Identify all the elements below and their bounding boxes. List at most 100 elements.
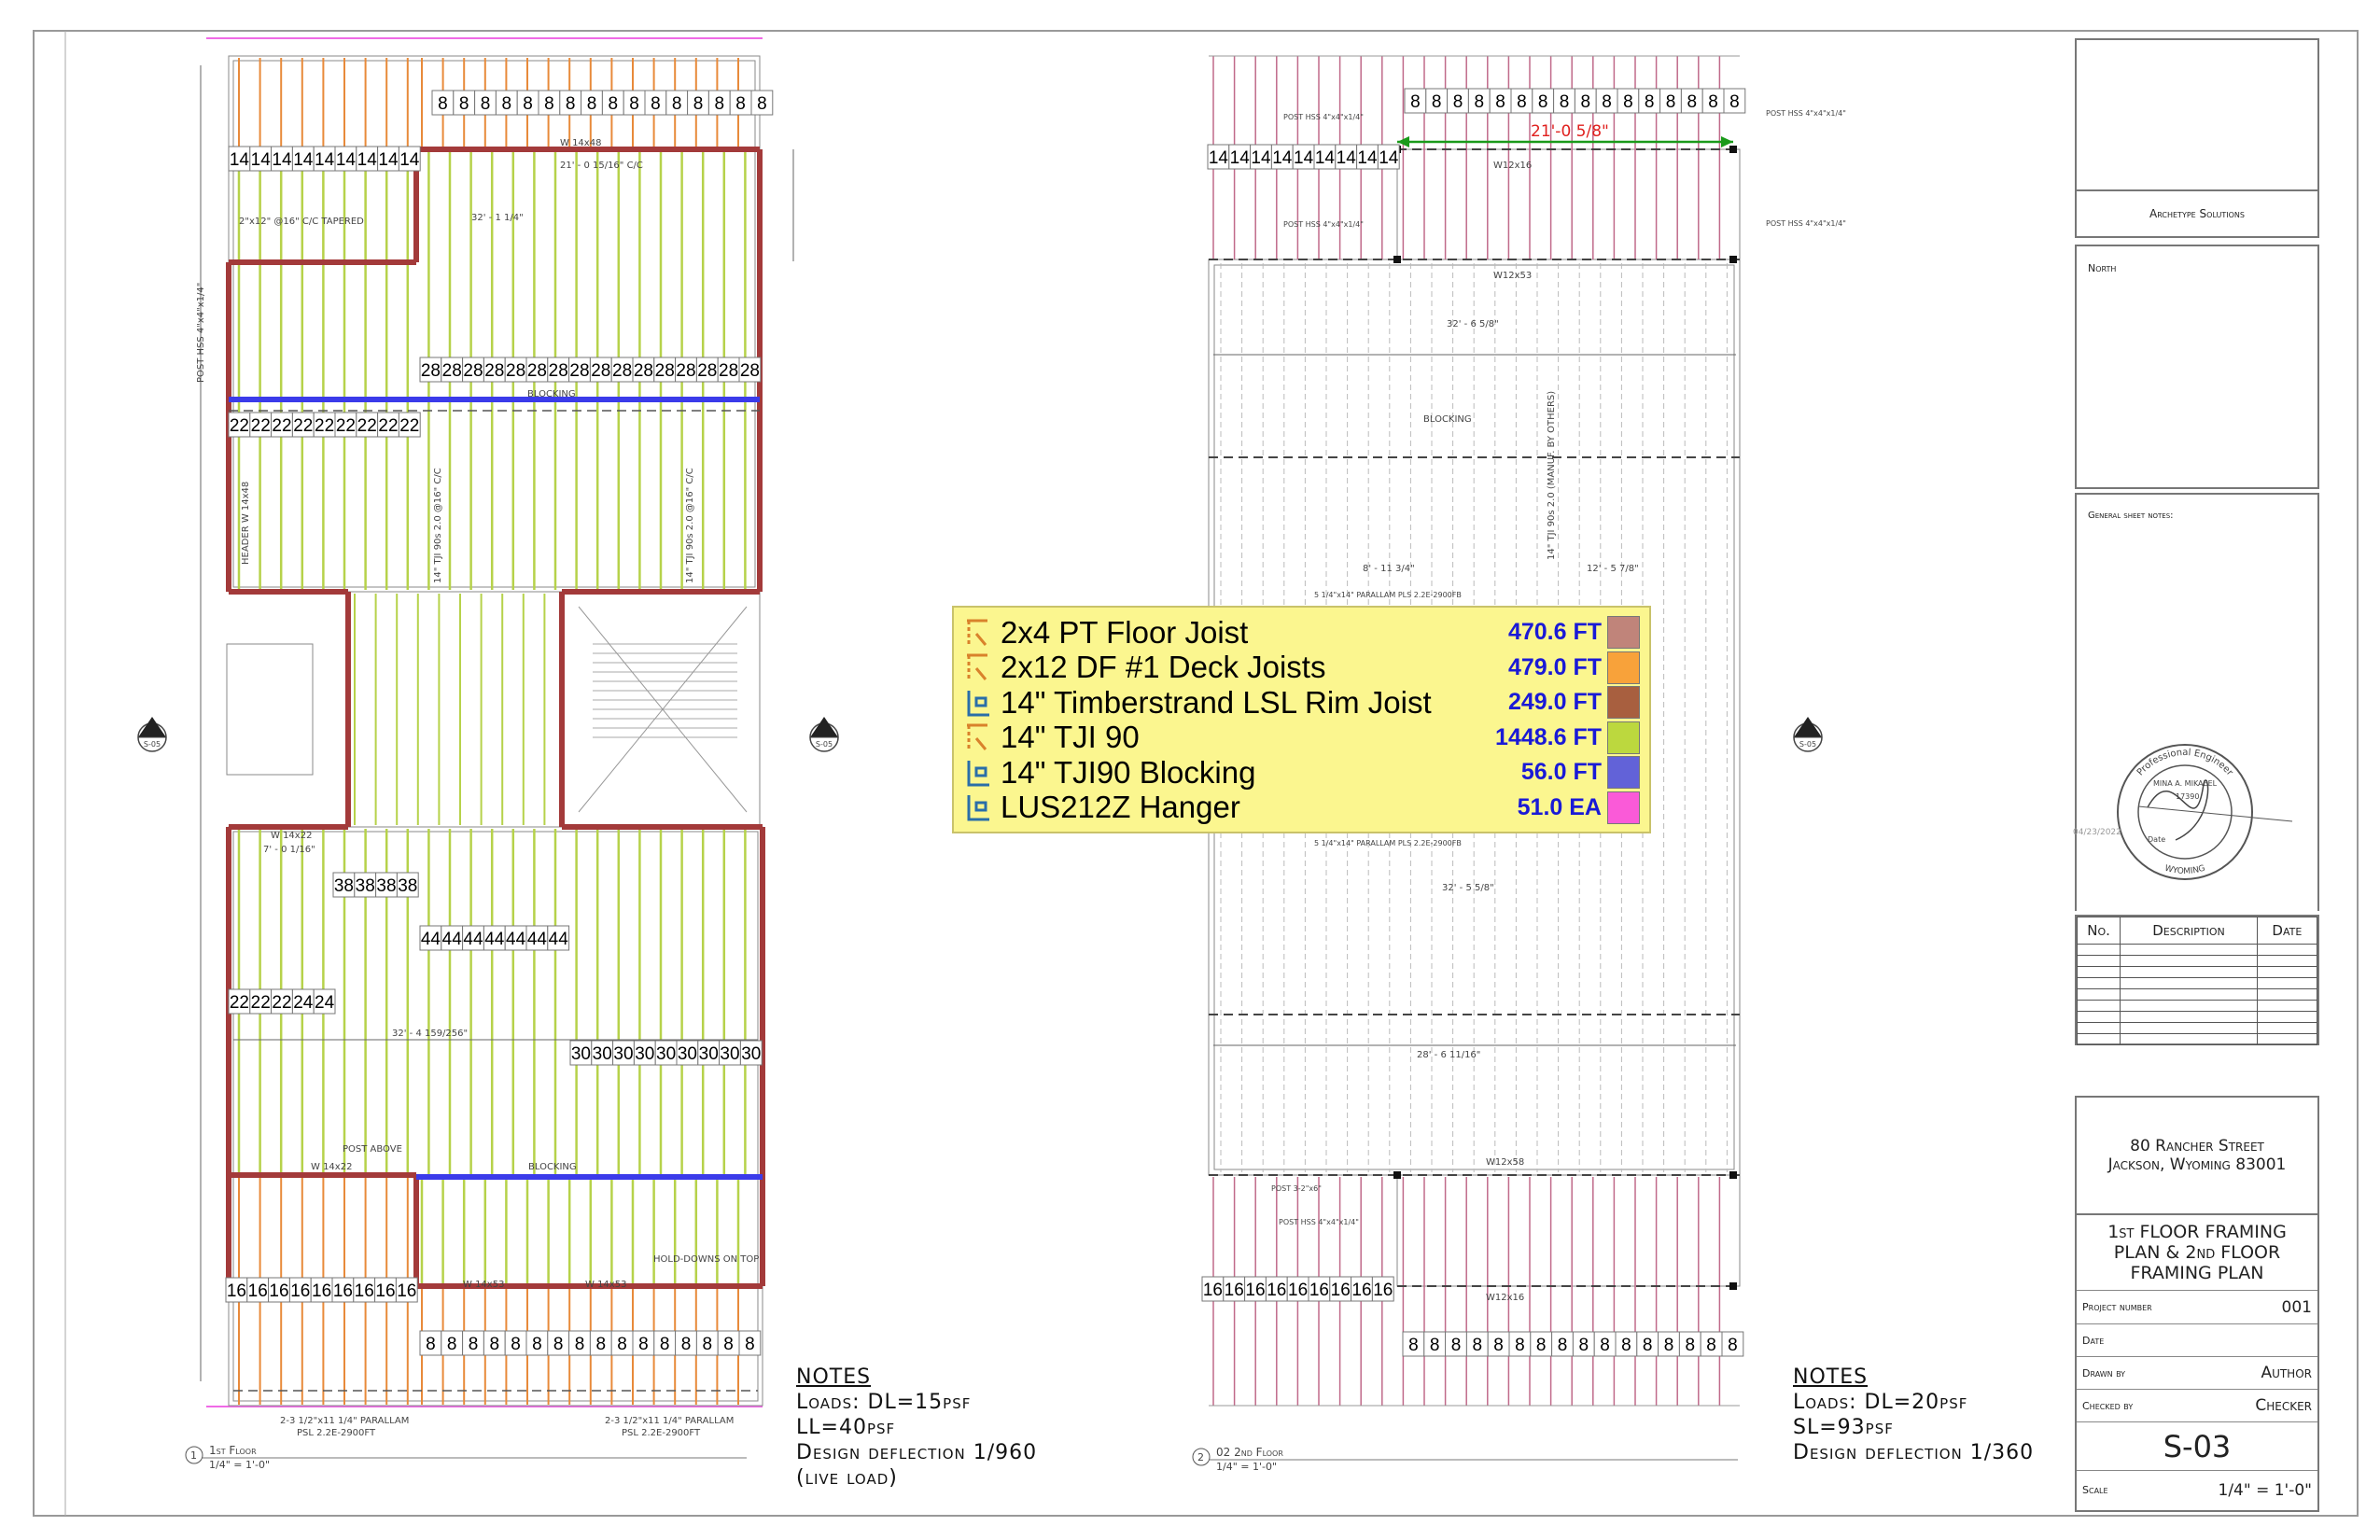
legend-item[interactable]: 14" TJI90 Blocking 56.0 FT bbox=[963, 755, 1640, 791]
joist-count-value: 8 bbox=[511, 1335, 521, 1354]
project-number-label: Project number bbox=[2082, 1301, 2152, 1313]
joist-count-tag: 16 bbox=[288, 1277, 312, 1303]
joist-count-tag: 16 bbox=[1329, 1276, 1352, 1302]
legend-item[interactable]: 14" TJI 90 1448.6 FT bbox=[963, 720, 1640, 756]
arrow-left-icon bbox=[1397, 136, 1409, 147]
joist-count-value: 28 bbox=[484, 361, 504, 381]
wall-outline bbox=[228, 55, 761, 593]
legend-quantity: 1448.6 FT bbox=[1495, 723, 1602, 750]
joist-count-tag: 30 bbox=[612, 1040, 635, 1066]
revision-row bbox=[2076, 966, 2318, 978]
joist-count-tag: 8 bbox=[1467, 88, 1491, 114]
post-label: POST HSS 4"x4"x1/4" bbox=[1283, 220, 1364, 229]
joist-count-value: 8 bbox=[1645, 92, 1655, 112]
dimension-label: 28' - 6 11/16" bbox=[1417, 1050, 1480, 1060]
legend-color-swatch bbox=[1607, 721, 1640, 754]
legend-item[interactable]: 2x4 PT Floor Joist 470.6 FT bbox=[963, 615, 1640, 651]
section-marker[interactable]: S-05 bbox=[809, 717, 839, 752]
wall-outline bbox=[1396, 148, 1741, 260]
joist-count-tag: 30 bbox=[591, 1040, 614, 1066]
beam-label: W 14x53 bbox=[585, 1280, 626, 1290]
joist-count-tag: 8 bbox=[1553, 88, 1575, 114]
parallam-label: 5 1/4"x14" PARALLAM PLS 2.2E-2900FB bbox=[1314, 839, 1462, 847]
measured-dimension: 21'-0 5/8" bbox=[1531, 122, 1609, 141]
joist-count-value: 14 bbox=[336, 150, 357, 170]
post-label: POST HSS 4"x4"x1/4" bbox=[1283, 113, 1364, 121]
joist-count-value: 16 bbox=[1245, 1281, 1265, 1300]
joist-count-value: 28 bbox=[719, 361, 738, 381]
beam-label: W 14x22 bbox=[271, 831, 312, 841]
joist-count-tag: 8 bbox=[504, 1330, 527, 1356]
joist-count-tag: 8 bbox=[1489, 88, 1512, 114]
joist-count-tag: 8 bbox=[538, 90, 561, 116]
legend-label: 14" Timberstrand LSL Rim Joist bbox=[1001, 684, 1432, 720]
view-number: 1 bbox=[190, 1449, 197, 1462]
joist-count-tag: 8 bbox=[750, 90, 774, 116]
joist-count-value: 24 bbox=[315, 993, 335, 1013]
joist-count-value: 30 bbox=[571, 1044, 591, 1064]
joist-count-tag: 14 bbox=[1313, 144, 1337, 170]
joist-count-value: 14 bbox=[1294, 148, 1314, 168]
joist-count-tag: 8 bbox=[1700, 1331, 1723, 1357]
joist-count-tag: 8 bbox=[559, 90, 582, 116]
joist-count-value: 8 bbox=[1600, 1336, 1610, 1355]
joist-count-tag: 44 bbox=[504, 925, 527, 951]
joist-count-tag: 8 bbox=[1617, 88, 1640, 114]
joist-count-value: 28 bbox=[676, 361, 695, 381]
joist-count-tag: 8 bbox=[1445, 1331, 1467, 1357]
joist-count-tag: 16 bbox=[353, 1277, 376, 1303]
legend-item[interactable]: 14" Timberstrand LSL Rim Joist 249.0 FT bbox=[963, 685, 1640, 721]
revision-row bbox=[2076, 1011, 2318, 1023]
plan2-annotations: 21'-0 5/8" W12x16 W12x53 32' - 6 5/8" BL… bbox=[1271, 109, 1846, 1303]
parallam-label: 5 1/4"x14" PARALLAM PLS 2.2E-2900FB bbox=[1314, 591, 1462, 599]
section-arrow-icon bbox=[138, 717, 166, 737]
legend-label: LUS212Z Hanger bbox=[1001, 790, 1240, 825]
joist-count-value: 16 bbox=[375, 1281, 395, 1301]
sheet-info: 1st FLOOR FRAMING PLAN & 2nd FLOOR FRAMI… bbox=[2075, 1213, 2319, 1512]
dimension-label: 8' - 11 3/4" bbox=[1363, 564, 1415, 574]
address-line: 80 Rancher Street bbox=[2130, 1137, 2264, 1155]
joist-count-tag: 22 bbox=[249, 412, 273, 438]
section-ref: S-05 bbox=[1799, 740, 1816, 749]
joist-count-tag: 22 bbox=[377, 412, 399, 438]
post-label: POST 3-2"x6" bbox=[1271, 1184, 1322, 1193]
joist-count-value: 28 bbox=[463, 361, 483, 381]
revision-row bbox=[2076, 977, 2318, 989]
joist-count-value: 8 bbox=[651, 94, 661, 114]
beam-label: W12x53 bbox=[1493, 271, 1532, 281]
joist-count-tag: 16 bbox=[1244, 1276, 1267, 1302]
general-notes-label: General sheet notes: bbox=[2088, 511, 2174, 521]
stamp-title: Professional Engineer bbox=[2135, 748, 2235, 778]
joist-count-value: 16 bbox=[397, 1281, 416, 1301]
joist-count-tag: 38 bbox=[375, 872, 398, 898]
joist-count-tag: 8 bbox=[568, 1330, 591, 1356]
joist-count-tag: 8 bbox=[1638, 88, 1661, 114]
section-marker[interactable]: S-05 bbox=[137, 717, 167, 752]
joist-count-box bbox=[1721, 1331, 1744, 1357]
joist-count-value: 8 bbox=[1706, 1336, 1716, 1355]
joist-count-value: 8 bbox=[1538, 92, 1548, 112]
section-marker[interactable]: S-05 bbox=[1793, 717, 1823, 752]
joist-count-box bbox=[750, 90, 774, 116]
joist-count-value: 8 bbox=[1558, 1336, 1568, 1355]
revision-header-no: No. bbox=[2076, 917, 2121, 945]
joist-count-tag: 16 bbox=[1286, 1276, 1309, 1302]
joist-count-value: 8 bbox=[469, 1335, 479, 1354]
joist-count-tag: 8 bbox=[653, 1330, 677, 1356]
joist-count-value: 8 bbox=[502, 94, 512, 114]
joist-count-value: 8 bbox=[1473, 1336, 1483, 1355]
notes-line: Design deflection 1/360 bbox=[1793, 1441, 2035, 1464]
legend-item[interactable]: LUS212Z Hanger 51.0 EA bbox=[963, 790, 1640, 826]
joist-count-tag: 8 bbox=[441, 1330, 464, 1356]
joist-count-box bbox=[398, 412, 421, 438]
joist-count-value: 8 bbox=[1708, 92, 1718, 112]
joist-count-tag: 14 bbox=[228, 146, 251, 172]
joist-count-value: 8 bbox=[672, 94, 682, 114]
joist-count-tag: 14 bbox=[1292, 144, 1315, 170]
joist-count-value: 8 bbox=[1517, 92, 1527, 112]
joist-count-value: 8 bbox=[1408, 1336, 1419, 1355]
blocking-label: BLOCKING bbox=[1423, 414, 1472, 425]
legend-item[interactable]: 2x12 DF #1 Deck Joists 479.0 FT bbox=[963, 650, 1640, 686]
joist-count-value: 28 bbox=[527, 361, 547, 381]
joist-count-value: 14 bbox=[1357, 148, 1378, 168]
